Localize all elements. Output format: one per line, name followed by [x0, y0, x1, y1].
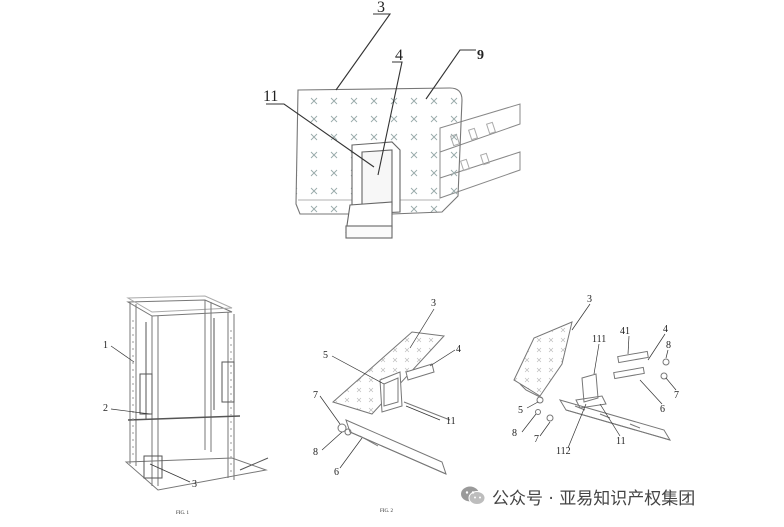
- fig2-caption: FIG. 2: [380, 509, 394, 514]
- fig1-power-rack: [124, 295, 269, 491]
- center-bracket: [345, 141, 401, 239]
- fig3-label-8b: 8: [512, 428, 517, 439]
- fig2-label-7: 7: [313, 390, 318, 401]
- watermark-text: 公众号 · 亚易知识产权集团: [492, 488, 696, 509]
- wechat-icon: [461, 486, 486, 505]
- fig3-label-7a: 7: [674, 390, 679, 401]
- fig3-label-3: 3: [587, 294, 592, 305]
- fig3-plate: [513, 321, 573, 397]
- label-3: 3: [377, 0, 385, 16]
- fig3-label-112: 112: [556, 446, 571, 457]
- fig2-label-6: 6: [334, 467, 339, 478]
- fig2-label-3: 3: [431, 298, 436, 309]
- fig3-label-5: 5: [518, 405, 523, 416]
- fig1-label-3: 3: [192, 479, 197, 490]
- fig3-label-11: 11: [616, 436, 626, 447]
- fig3-label-111: 111: [592, 334, 606, 345]
- label-9: 9: [477, 48, 484, 63]
- fig2-label-11: 11: [446, 416, 456, 427]
- fig3-label-4: 4: [663, 324, 668, 335]
- fig1-label-2: 2: [103, 403, 108, 414]
- fig2-plate: [332, 331, 446, 415]
- fig2-leaders: [319, 308, 456, 469]
- fig3-label-41: 41: [620, 326, 630, 337]
- label-11: 11: [263, 88, 278, 105]
- label-4: 4: [395, 47, 403, 64]
- fig3-label-6: 6: [660, 404, 665, 415]
- fig2-label-5: 5: [323, 350, 328, 361]
- fig2-assembly: [332, 331, 451, 475]
- fig3-exploded: [513, 321, 672, 441]
- top-enlarged-view: 3 4 9 11: [263, 0, 521, 239]
- fig2-label-8: 8: [313, 447, 318, 458]
- fig1-leaders: [110, 345, 191, 483]
- fig1-label-1: 1: [103, 340, 108, 351]
- fig3-label-8a: 8: [666, 340, 671, 351]
- wechat-watermark: 公众号 · 亚易知识产权集团: [460, 483, 695, 509]
- leader-lines-top: [266, 13, 476, 176]
- fig3-leaders: [521, 303, 677, 449]
- fig3-label-7b: 7: [534, 434, 539, 445]
- fig1-caption: FIG. 1: [176, 511, 190, 516]
- fig2-label-4: 4: [456, 344, 461, 355]
